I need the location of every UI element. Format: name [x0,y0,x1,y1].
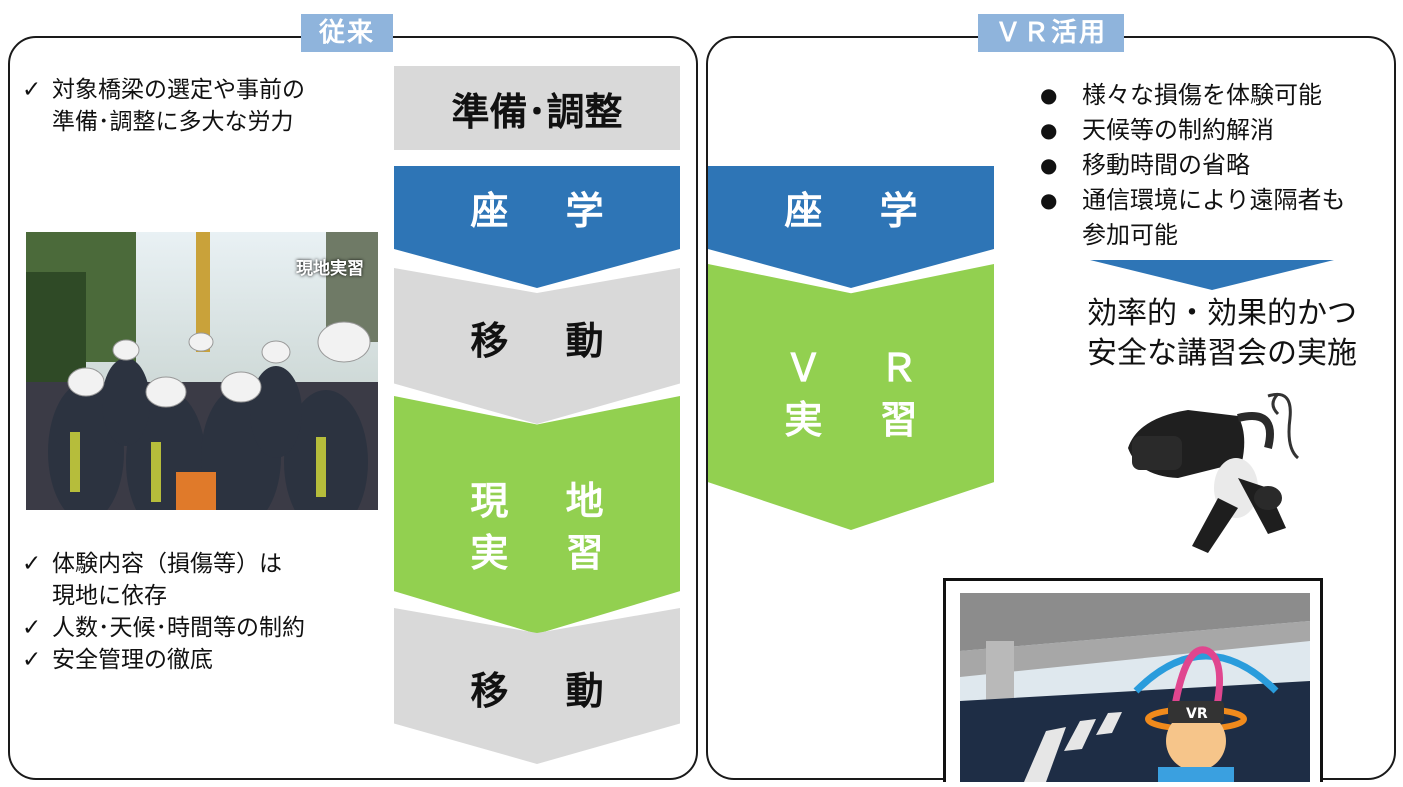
benefit-text: 通信環境により遠隔者も 参加可能 [1082,186,1346,249]
result-text: 効率的・効果的かつ 安全な講習会の実施 [1087,296,1357,371]
list-item: ✓ 安全管理の徹底 [22,644,402,676]
vr-benefits: ● 様々な損傷を体験可能 ● 天候等の制約解消 ● 移動時間の省略 ● 通信環境… [1040,78,1392,253]
step-preparation: 準備･調整 [394,66,680,150]
onsite-training-photo: 現地実習 [26,232,378,510]
issue-text: 対象橋梁の選定や事前の 準備･調整に多大な労力 [52,77,305,135]
vr-scene-image: VR [943,578,1323,782]
vr-headset-image [1118,378,1308,556]
list-item: ● 様々な損傷を体験可能 [1040,78,1392,113]
step-onsite-training-label: 現 地 実 習 [470,479,626,575]
step-travel-2-label: 移 動 [470,669,626,713]
list-item: ● 通信環境により遠隔者も 参加可能 [1040,183,1392,253]
benefit-text: 移動時間の省略 [1082,151,1250,179]
vr-badge-text: VR [1186,706,1208,722]
photo-label: 現地実習 [296,259,364,279]
onsite-training-illustration [26,232,378,510]
issue-text: 安全管理の徹底 [52,647,213,673]
vr-tag: ＶＲ活用 [978,14,1124,52]
conventional-issues-top: ✓ 対象橋梁の選定や事前の 準備･調整に多大な労力 [22,74,382,138]
issue-text: 体験内容（損傷等）は 現地に依存 [52,551,282,609]
step-lecture-label: 座 学 [470,189,626,233]
benefit-text: 天候等の制約解消 [1082,116,1274,144]
issue-text: 人数･天候･時間等の制約 [52,615,305,641]
step-preparation-label: 準備･調整 [451,89,623,134]
list-item: ✓ 人数･天候･時間等の制約 [22,612,402,644]
vr-step-lecture-label: 座 学 [784,189,940,233]
vr-step-training: Ｖ Ｒ 実 習 [708,264,994,530]
list-item: ✓ 対象橋梁の選定や事前の 準備･調整に多大な労力 [22,74,382,138]
list-item: ● 移動時間の省略 [1040,148,1392,183]
benefit-text: 様々な損傷を体験可能 [1082,81,1322,109]
list-item: ● 天候等の制約解消 [1040,113,1392,148]
vr-headset-icon [1128,392,1300,553]
step-travel-1-label: 移 動 [470,319,626,363]
vr-step-training-label: Ｖ Ｒ 実 習 [784,346,940,442]
conventional-tag: 従来 [301,14,393,52]
conventional-issues-bottom: ✓ 体験内容（損傷等）は 現地に依存 ✓ 人数･天候･時間等の制約 ✓ 安全管理… [22,548,402,676]
step-onsite-training: 現 地 実 習 [394,396,680,634]
list-item: ✓ 体験内容（損傷等）は 現地に依存 [22,548,402,612]
vr-bridge-scene: VR [960,593,1310,782]
